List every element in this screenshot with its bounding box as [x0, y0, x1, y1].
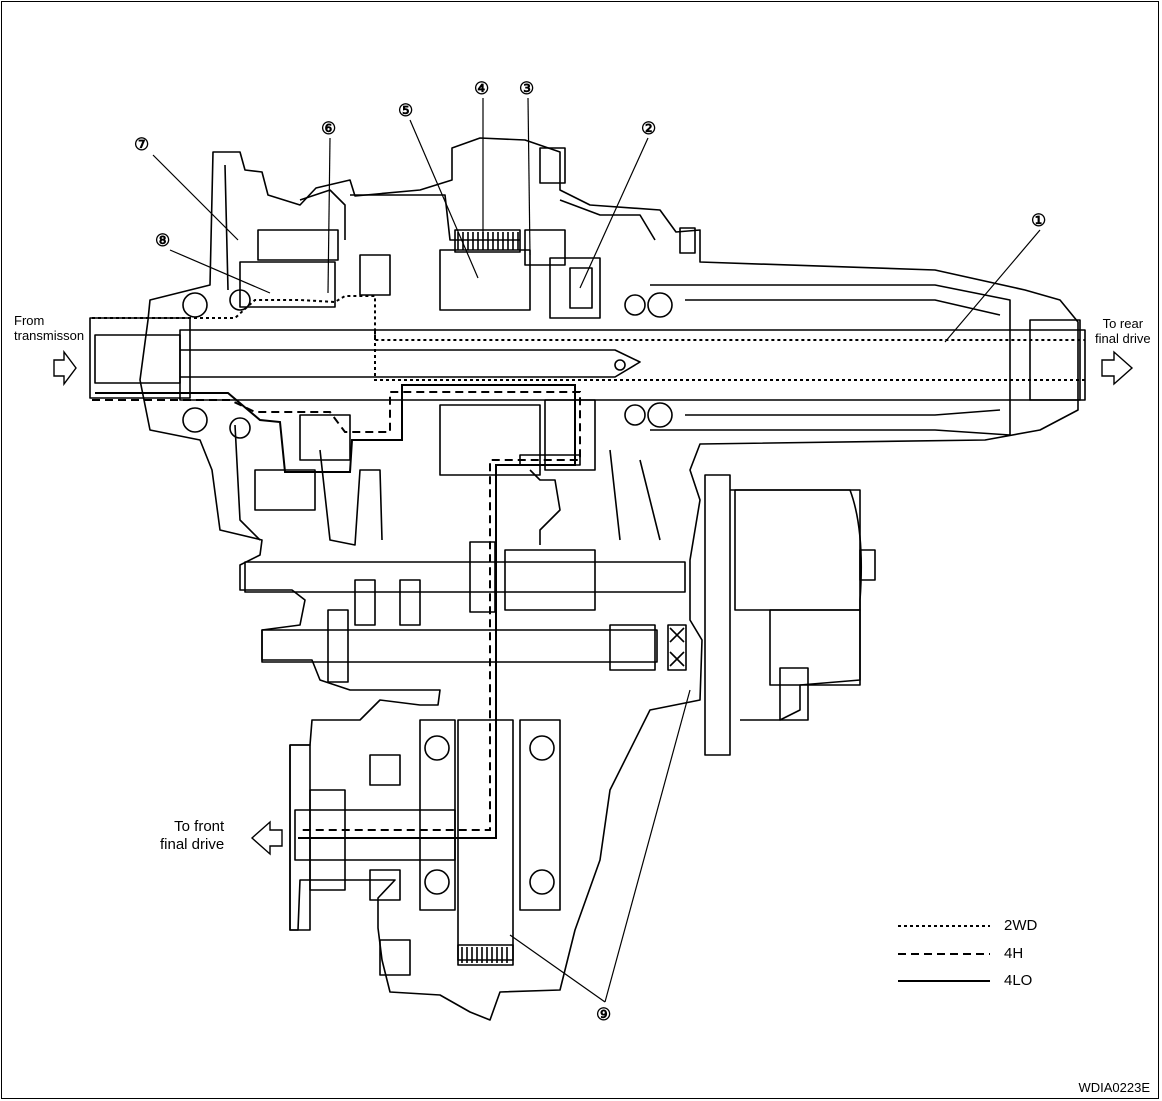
callout-4: ④: [474, 79, 489, 98]
power-path-4lo: [95, 384, 576, 839]
label-from-line2: transmisson: [14, 328, 85, 343]
legend-label-4h: 4H: [1004, 945, 1024, 962]
label-front-line1: To front: [174, 818, 225, 835]
callout-5: ⑤: [398, 101, 413, 120]
figure-code: WDIA0223E: [1078, 1080, 1150, 1095]
mainshaft: [179, 329, 1086, 401]
housing-outline: [139, 137, 1079, 1021]
callout-9: ⑨: [596, 1005, 611, 1024]
label-rear-line2: final drive: [1095, 331, 1151, 346]
power-path-2wd: [92, 295, 1085, 381]
actuator: [704, 474, 731, 756]
front-output-shaft: [294, 809, 456, 861]
label-rear-line1: To rear: [1102, 316, 1144, 331]
gear-4: [454, 229, 521, 253]
label-to-front: To front final drive: [160, 818, 224, 854]
arrow-to-rear: [1101, 350, 1134, 386]
callout-6: ⑥: [321, 119, 336, 138]
power-path-4h: [92, 391, 581, 831]
countershaft: [244, 561, 686, 593]
legend-label-2wd: 2WD: [1004, 917, 1038, 934]
callout-8: ⑧: [155, 231, 170, 250]
arrow-from-transmission: [53, 349, 77, 387]
arrow-to-front: [250, 820, 283, 856]
label-from-transmission: From transmisson: [14, 313, 84, 343]
label-to-rear: To rear final drive: [1095, 316, 1151, 346]
lower-shaft: [261, 629, 658, 663]
label-front-line2: final drive: [160, 836, 225, 853]
input-shaft: [89, 317, 191, 399]
callout-7: ⑦: [134, 135, 149, 154]
label-from-line1: From: [14, 313, 45, 328]
legend-label-4lo: 4LO: [1004, 972, 1033, 989]
gear-9: [457, 944, 514, 966]
callout-3: ③: [519, 79, 534, 98]
callout-1: ①: [1031, 211, 1046, 230]
callout-2: ②: [641, 119, 656, 138]
